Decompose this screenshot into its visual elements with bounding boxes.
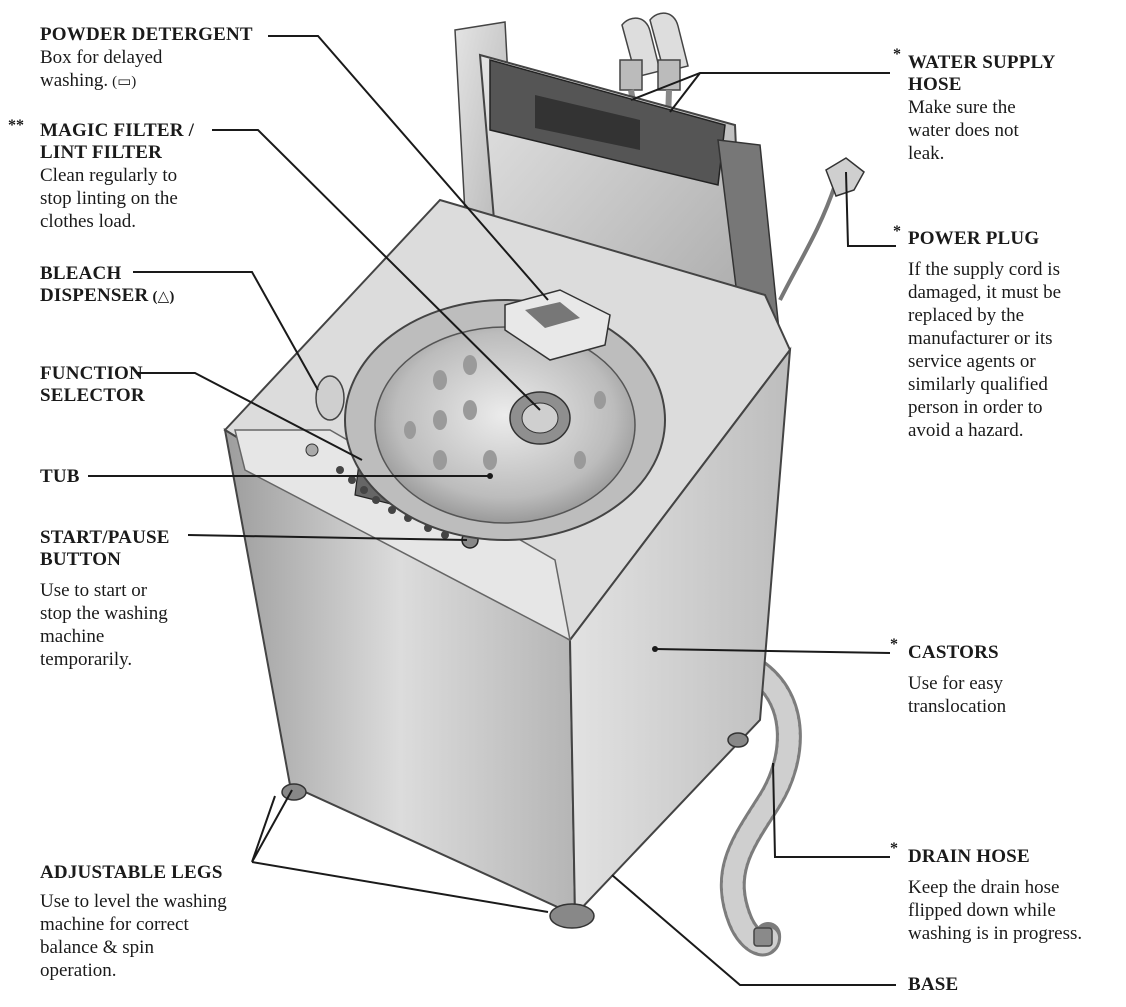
leader-base [611, 874, 896, 986]
bleach-dispenser-title: BLEACH DISPENSER(△) [40, 263, 175, 306]
magic-filter-title: MAGIC FILTER / LINT FILTER [40, 120, 195, 163]
water-hose-marker: * [893, 46, 901, 63]
water-supply-hose-desc: Make sure the water does not leak. [908, 97, 1019, 164]
leader-castors [654, 648, 891, 654]
water-taps-part [619, 12, 689, 121]
adjustable-legs-desc: Use to level the washing machine for cor… [40, 891, 227, 981]
power-plug-marker: * [893, 223, 901, 240]
label-power-plug: POWER PLUG If the supply cord is damaged… [908, 228, 1061, 442]
tub-part [315, 289, 666, 541]
magic-filter-marker: ** [8, 117, 24, 134]
leader-lines [88, 35, 896, 986]
leader-start-pause [187, 534, 468, 541]
label-bleach-dispenser: BLEACH DISPENSER(△) [40, 263, 175, 308]
label-water-supply-hose: WATER SUPPLY HOSE Make sure the water do… [908, 52, 1056, 165]
label-drain-hose: DRAIN HOSE Keep the drain hose flipped d… [908, 846, 1082, 945]
water-supply-hose-title: WATER SUPPLY HOSE [908, 52, 1056, 95]
castors-title: CASTORS [908, 642, 999, 663]
label-base: BASE [908, 974, 958, 996]
label-magic-filter: MAGIC FILTER / LINT FILTER Clean regular… [40, 120, 194, 233]
leader-powder-detergent [268, 35, 549, 301]
leader-drain-hose [772, 762, 890, 858]
label-castors: CASTORS Use for easy translocation [908, 642, 1006, 718]
drain-hose-title: DRAIN HOSE [908, 846, 1030, 867]
drain-hose-part [719, 657, 802, 957]
power-plug-desc: If the supply cord is damaged, it must b… [908, 259, 1062, 441]
label-tub: TUB [40, 466, 80, 488]
base-title: BASE [908, 974, 959, 995]
magic-filter-desc: Clean regularly to stop linting on the c… [40, 165, 178, 232]
label-powder-detergent: POWDER DETERGENT Box for delayed washing… [40, 24, 253, 94]
drain-hose-marker: * [890, 840, 898, 857]
leader-bleach [133, 271, 319, 391]
leader-legs [251, 789, 549, 913]
label-start-pause: START/PAUSE BUTTON Use to start or stop … [40, 527, 170, 671]
castors-marker: * [890, 636, 898, 653]
label-adjustable-legs: ADJUSTABLE LEGS Use to level the washing… [40, 862, 227, 982]
powder-detergent-title: POWDER DETERGENT [40, 24, 253, 45]
power-cord-part [778, 157, 865, 301]
power-plug-title: POWER PLUG [908, 228, 1040, 249]
powder-detergent-desc: Box for delayed washing.(▭) [40, 46, 253, 94]
label-function-selector: FUNCTION SELECTOR [40, 363, 145, 407]
bleach-icon: (△) [152, 289, 175, 305]
castors-desc: Use for easy translocation [908, 673, 1007, 717]
leader-magic-filter [212, 129, 541, 411]
start-pause-title: START/PAUSE BUTTON [40, 527, 170, 570]
drain-hose-desc: Keep the drain hose flipped down while w… [908, 877, 1083, 944]
leader-function-selector [138, 372, 363, 461]
detergent-box-icon: (▭) [112, 74, 137, 90]
function-selector-title: FUNCTION SELECTOR [40, 363, 145, 406]
start-pause-desc: Use to start or stop the washing machine… [40, 580, 168, 670]
leader-power-plug [845, 171, 896, 247]
adjustable-legs-title: ADJUSTABLE LEGS [40, 862, 223, 883]
leader-water-hose [630, 72, 890, 113]
tub-title: TUB [40, 466, 80, 487]
